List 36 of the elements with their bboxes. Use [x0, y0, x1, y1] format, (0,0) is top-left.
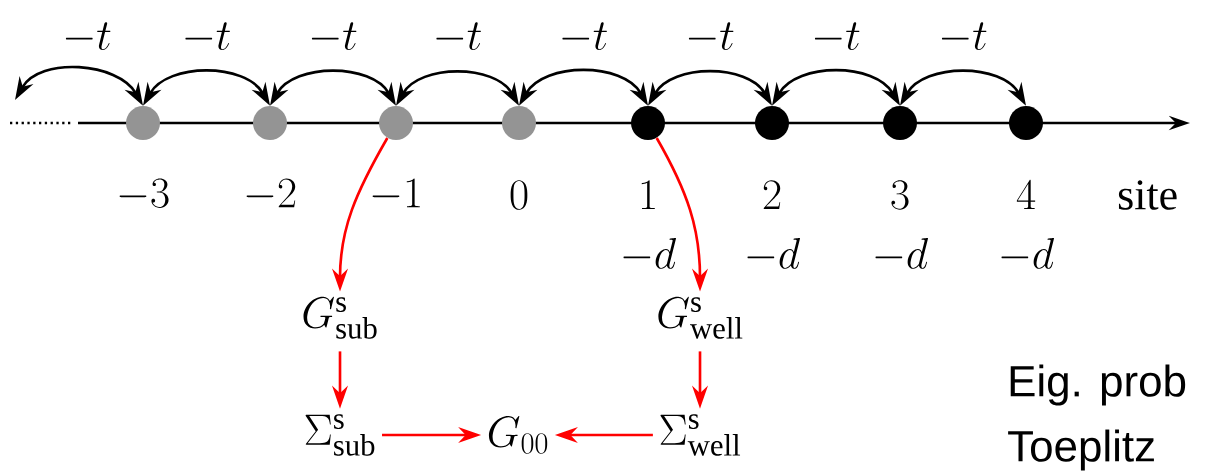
edge-label: $-t$ — [185, 22, 230, 51]
axis-label: site — [1118, 180, 1177, 210]
site-label: $-3$ — [119, 178, 169, 208]
edge-label: $-t$ — [941, 22, 987, 51]
edge-label: $-t$ — [814, 22, 860, 51]
site-dot — [253, 106, 287, 140]
site-label: $-2$ — [246, 178, 296, 208]
site-dot — [1009, 106, 1043, 140]
site-label: $2$ — [763, 180, 781, 210]
math-label: $G_{00}$ — [488, 415, 548, 454]
site-dot — [379, 106, 413, 140]
site-label: $3$ — [891, 180, 909, 210]
site-label: $4$ — [1016, 179, 1036, 210]
site-dot — [502, 106, 536, 140]
math-label: $\Sigma^{\mathrm{s}}_{\mathrm{well}}$ — [660, 414, 741, 456]
site-label: $-d$ — [875, 238, 928, 269]
note-text: Eig. prob — [1010, 364, 1186, 406]
site-dot — [883, 106, 917, 140]
edge-label: $-t$ — [311, 22, 357, 51]
edge-label: $-t$ — [436, 22, 481, 51]
site-label: $1$ — [641, 180, 655, 210]
site-dot — [126, 106, 160, 140]
math-label: $\Sigma^{\mathrm{s}}_{\mathrm{sub}}$ — [305, 414, 375, 456]
site-label: $-1$ — [372, 178, 420, 208]
site-label: $-d$ — [1001, 238, 1054, 269]
site-label: $-d$ — [623, 238, 676, 269]
site-label: $-d$ — [747, 238, 800, 269]
site-dot — [755, 106, 789, 140]
math-label: $G^{\mathrm{s}}_{\mathrm{well}}$ — [658, 296, 743, 339]
edge-label: $-t$ — [688, 22, 734, 51]
site-label: $0$ — [510, 180, 528, 210]
site-dot — [631, 106, 665, 140]
edge-label: $-t$ — [562, 22, 607, 51]
edge-label: $-t$ — [65, 22, 111, 51]
math-label: $G^{\mathrm{s}}_{\mathrm{sub}}$ — [303, 296, 377, 339]
note-text: Toeplitz — [1008, 429, 1154, 471]
